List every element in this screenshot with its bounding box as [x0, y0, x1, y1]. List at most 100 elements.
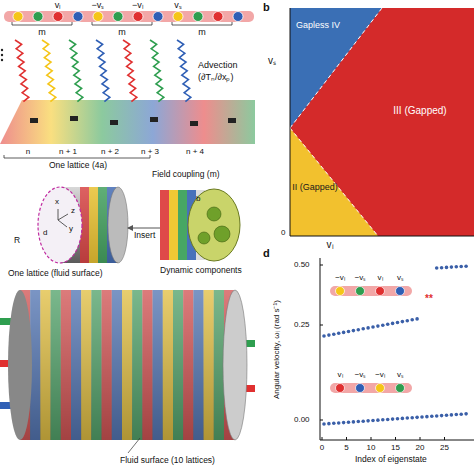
site-index: n + 4 [186, 147, 204, 156]
inset-ball [356, 287, 365, 296]
data-dot [455, 413, 459, 417]
data-dot [327, 422, 331, 426]
data-dot [352, 329, 356, 333]
tick-label: 5 [344, 443, 348, 452]
data-dot [371, 325, 375, 329]
field-floor [0, 100, 255, 144]
data-dot [415, 317, 419, 321]
velocity-label: vₗ [378, 273, 383, 282]
data-dot [386, 418, 390, 422]
inset-ball [376, 384, 385, 393]
cylinder-body [20, 290, 235, 440]
data-dot [440, 414, 444, 418]
data-dot [347, 330, 351, 334]
data-dot [415, 416, 419, 420]
cylinder-stripe [51, 290, 61, 440]
chain-balls [13, 12, 243, 22]
velocity-label: vₗ [55, 0, 62, 10]
chain-ball [153, 12, 163, 22]
velocity-label: −vₗ [375, 370, 385, 379]
axes [290, 8, 474, 236]
data-dot [440, 266, 444, 270]
cylinder-stripe [142, 290, 152, 440]
radius-label: R [14, 236, 20, 246]
gears [198, 207, 230, 244]
data-dot [332, 422, 336, 426]
cylinder-stripe [163, 290, 173, 440]
site-index: n [26, 147, 30, 156]
inset-ball [396, 287, 405, 296]
data-dot [425, 415, 429, 419]
cylinder-stripe [193, 290, 203, 440]
data-dot [455, 265, 459, 269]
chain-ball [113, 12, 123, 22]
cylinder-stripe [61, 290, 71, 440]
data-dot [337, 332, 341, 336]
data-dot [376, 418, 380, 422]
coupling-label: m [38, 27, 46, 37]
inset-ball [396, 384, 405, 393]
data-dot [361, 327, 365, 331]
axis-label: vₛ [268, 55, 276, 67]
inset-balls [336, 287, 405, 393]
chain-ball [73, 12, 83, 22]
data-dot [332, 332, 336, 336]
phase-region-III [290, 8, 474, 236]
tick-label: 15 [391, 443, 400, 452]
wavy-columns [15, 40, 191, 102]
data-dot [401, 320, 405, 324]
chain-ball [13, 12, 23, 22]
axis-label: z [71, 206, 75, 215]
chain-ball [173, 12, 183, 22]
data-dot [391, 322, 395, 326]
data-dot [352, 420, 356, 424]
tick-label: 0 [281, 228, 285, 237]
cylinder-stripe [173, 290, 183, 440]
ring-back [108, 187, 128, 263]
inset-ball [336, 287, 345, 296]
wavy-line [96, 40, 110, 102]
advection-label: Advection [198, 60, 238, 70]
cylinder-stripe [183, 290, 193, 440]
data-dot [445, 413, 449, 417]
axis-label: vₗ [327, 239, 334, 251]
velocity-label: vₛ [174, 0, 182, 10]
data-dot [435, 414, 439, 418]
surface-caption: Fluid surface (10 lattices) [120, 456, 215, 466]
data-dot [445, 266, 449, 270]
cylinder-stripe [71, 290, 81, 440]
cylinder-stripe [132, 290, 142, 440]
inset-chain-bar [330, 383, 412, 393]
ticks [320, 265, 445, 440]
data-dot [450, 265, 454, 269]
axis-title: Angular velocity, ωᵢ (rad s⁻¹) [272, 301, 281, 400]
brackets [12, 22, 232, 25]
gear-face [188, 189, 240, 261]
data-dot [459, 412, 463, 416]
insert-label: Insert [134, 231, 155, 241]
velocity-label: −vₗ [335, 273, 345, 282]
chain-ball [33, 12, 43, 22]
velocity-label: vₗ [338, 370, 343, 379]
data-dot [406, 416, 410, 420]
significance-mark: ** [425, 293, 433, 305]
phase-region-IV [290, 8, 382, 128]
data-dot [450, 413, 454, 417]
phase-label: III (Gapped) [390, 105, 450, 117]
cylinder-right-end [223, 290, 247, 440]
phase-region-II [290, 128, 378, 236]
lattice-caption: One lattice (fluid surface) [8, 269, 102, 279]
tick-label: 0.00 [294, 415, 310, 424]
chain-ball [133, 12, 143, 22]
cylinder-stripes [20, 290, 234, 440]
data-dot [410, 318, 414, 322]
data-dot [381, 418, 385, 422]
lattice-label: One lattice (4a) [49, 161, 107, 171]
site-index: n + 3 [141, 147, 159, 156]
data-dot [396, 321, 400, 325]
site-index: n + 2 [101, 147, 119, 156]
wavy-line [150, 40, 164, 102]
tick-label: 0.25 [294, 320, 310, 329]
coupling-label: m [118, 27, 126, 37]
